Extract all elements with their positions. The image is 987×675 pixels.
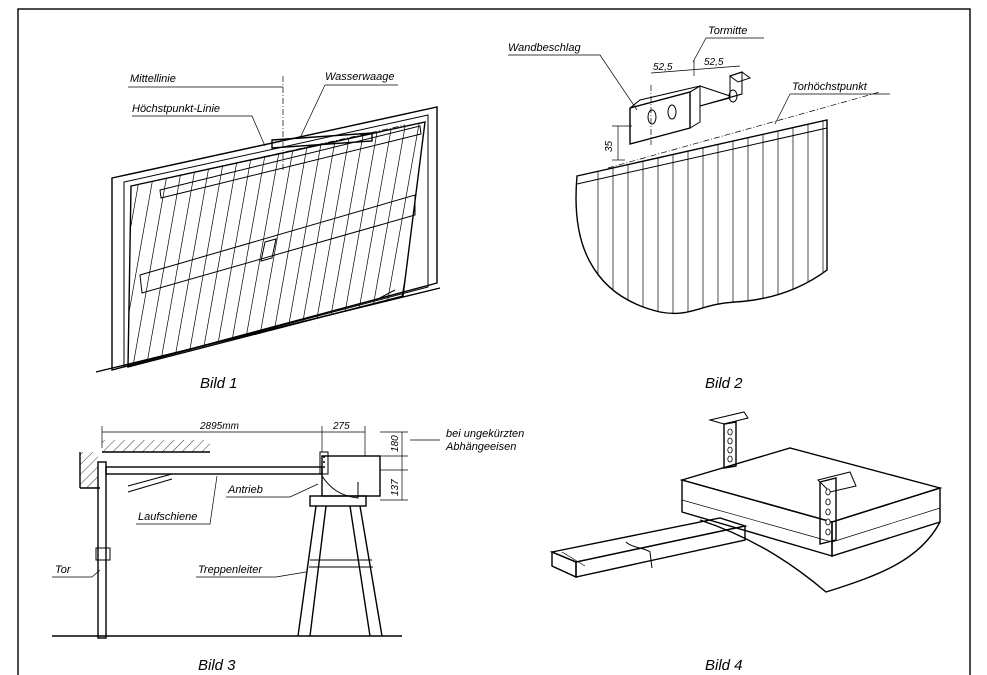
dim-length-2895: 2895mm	[199, 421, 239, 432]
bracket-hole	[825, 498, 831, 506]
highpoint-line	[177, 124, 406, 177]
bracket-hole	[727, 455, 733, 463]
label-mittellinie: Mittellinie	[130, 73, 176, 85]
caption-bild-2: Bild 2	[705, 375, 743, 392]
rail-side	[575, 525, 746, 578]
bracket-hole	[825, 488, 831, 496]
door-handle-side-icon	[95, 547, 111, 561]
label-torhoechstpunkt: Torhöchstpunkt	[792, 81, 868, 93]
label-hoechstpunkt: Höchstpunkt-Linie	[132, 103, 220, 115]
caption-bild-1: Bild 1	[200, 375, 238, 392]
dim-lower-137: 137	[390, 479, 401, 496]
door-plank	[359, 122, 409, 367]
door-plank	[292, 122, 341, 367]
dim-left-52-5: 52,5	[653, 62, 673, 73]
label-treppenleiter: Treppenleiter	[198, 564, 263, 576]
bracket-hole	[727, 437, 733, 445]
outer-frame	[17, 8, 971, 675]
door-frame-inner	[123, 114, 429, 368]
bracket-hole	[727, 446, 733, 454]
dim-offset-275: 275	[332, 421, 350, 432]
spirit-level	[271, 132, 373, 149]
hanger-bracket-front	[817, 471, 857, 545]
door-plank	[265, 122, 314, 367]
door-plank	[143, 122, 193, 367]
figure-4-operator-unit: Bild 4	[549, 411, 943, 674]
figure-3-side-view: 2895mm 275 180 137 Antrieb Laufschiene T…	[52, 421, 524, 674]
label-tormitte: Tormitte	[708, 25, 747, 37]
rail-top	[549, 517, 748, 563]
bracket-hole	[825, 528, 831, 536]
bracket-hole	[825, 508, 831, 516]
wall-bracket-part	[629, 71, 752, 145]
door-plank	[238, 122, 287, 367]
door-plank	[130, 122, 179, 367]
door-plank	[128, 122, 152, 367]
door-plank	[128, 122, 139, 367]
figure-1-garage-door: Mittellinie Wasserwaage Höchstpunkt-Lini…	[95, 71, 441, 392]
label-wasserwaage: Wasserwaage	[325, 71, 395, 83]
door-plank	[400, 122, 425, 367]
caption-bild-3: Bild 3	[198, 657, 236, 674]
label-wandbeschlag: Wandbeschlag	[508, 42, 581, 54]
housing-side	[831, 487, 941, 557]
door-crossbar	[139, 194, 416, 294]
door-handle-icon	[260, 238, 277, 262]
bracket-icon	[319, 451, 329, 475]
dim-right-52-5: 52,5	[704, 57, 724, 68]
garage-door-side	[97, 461, 107, 639]
dim-vertical-35: 35	[604, 140, 615, 152]
door-highpoint-line	[607, 91, 881, 169]
door-leaf	[127, 121, 426, 368]
door-plank	[305, 122, 355, 367]
door-plank	[157, 122, 206, 367]
note-line-2: Abhängeeisen	[445, 441, 516, 453]
bracket-hole	[727, 428, 733, 436]
door-panel-top	[575, 119, 828, 315]
ceiling-hatch	[102, 440, 210, 452]
label-laufschiene: Laufschiene	[138, 511, 197, 523]
door-plank	[319, 122, 368, 367]
dim-upper-180: 180	[390, 435, 401, 452]
door-planks	[128, 122, 425, 367]
label-antrieb: Antrieb	[227, 484, 263, 496]
figure-2-wall-bracket: 52,5 52,5 35 Tormitte Wandbeschlag Torhö…	[508, 25, 890, 392]
door-plank	[373, 122, 422, 367]
note-line-1: bei ungekürzten	[446, 428, 524, 440]
door-frame-outer	[111, 106, 438, 371]
ground-line	[95, 287, 441, 373]
step-ladder	[297, 495, 383, 637]
label-tor: Tor	[55, 564, 72, 576]
housing-bottom-curve	[699, 519, 941, 593]
caption-bild-4: Bild 4	[705, 657, 743, 674]
door-plank	[332, 122, 382, 367]
door-plank	[170, 122, 220, 367]
running-rail	[105, 466, 323, 475]
drive-unit	[321, 455, 381, 497]
bracket-hole	[825, 518, 831, 526]
wall-hatch	[80, 452, 98, 488]
hanger-bracket-rear	[708, 411, 749, 469]
